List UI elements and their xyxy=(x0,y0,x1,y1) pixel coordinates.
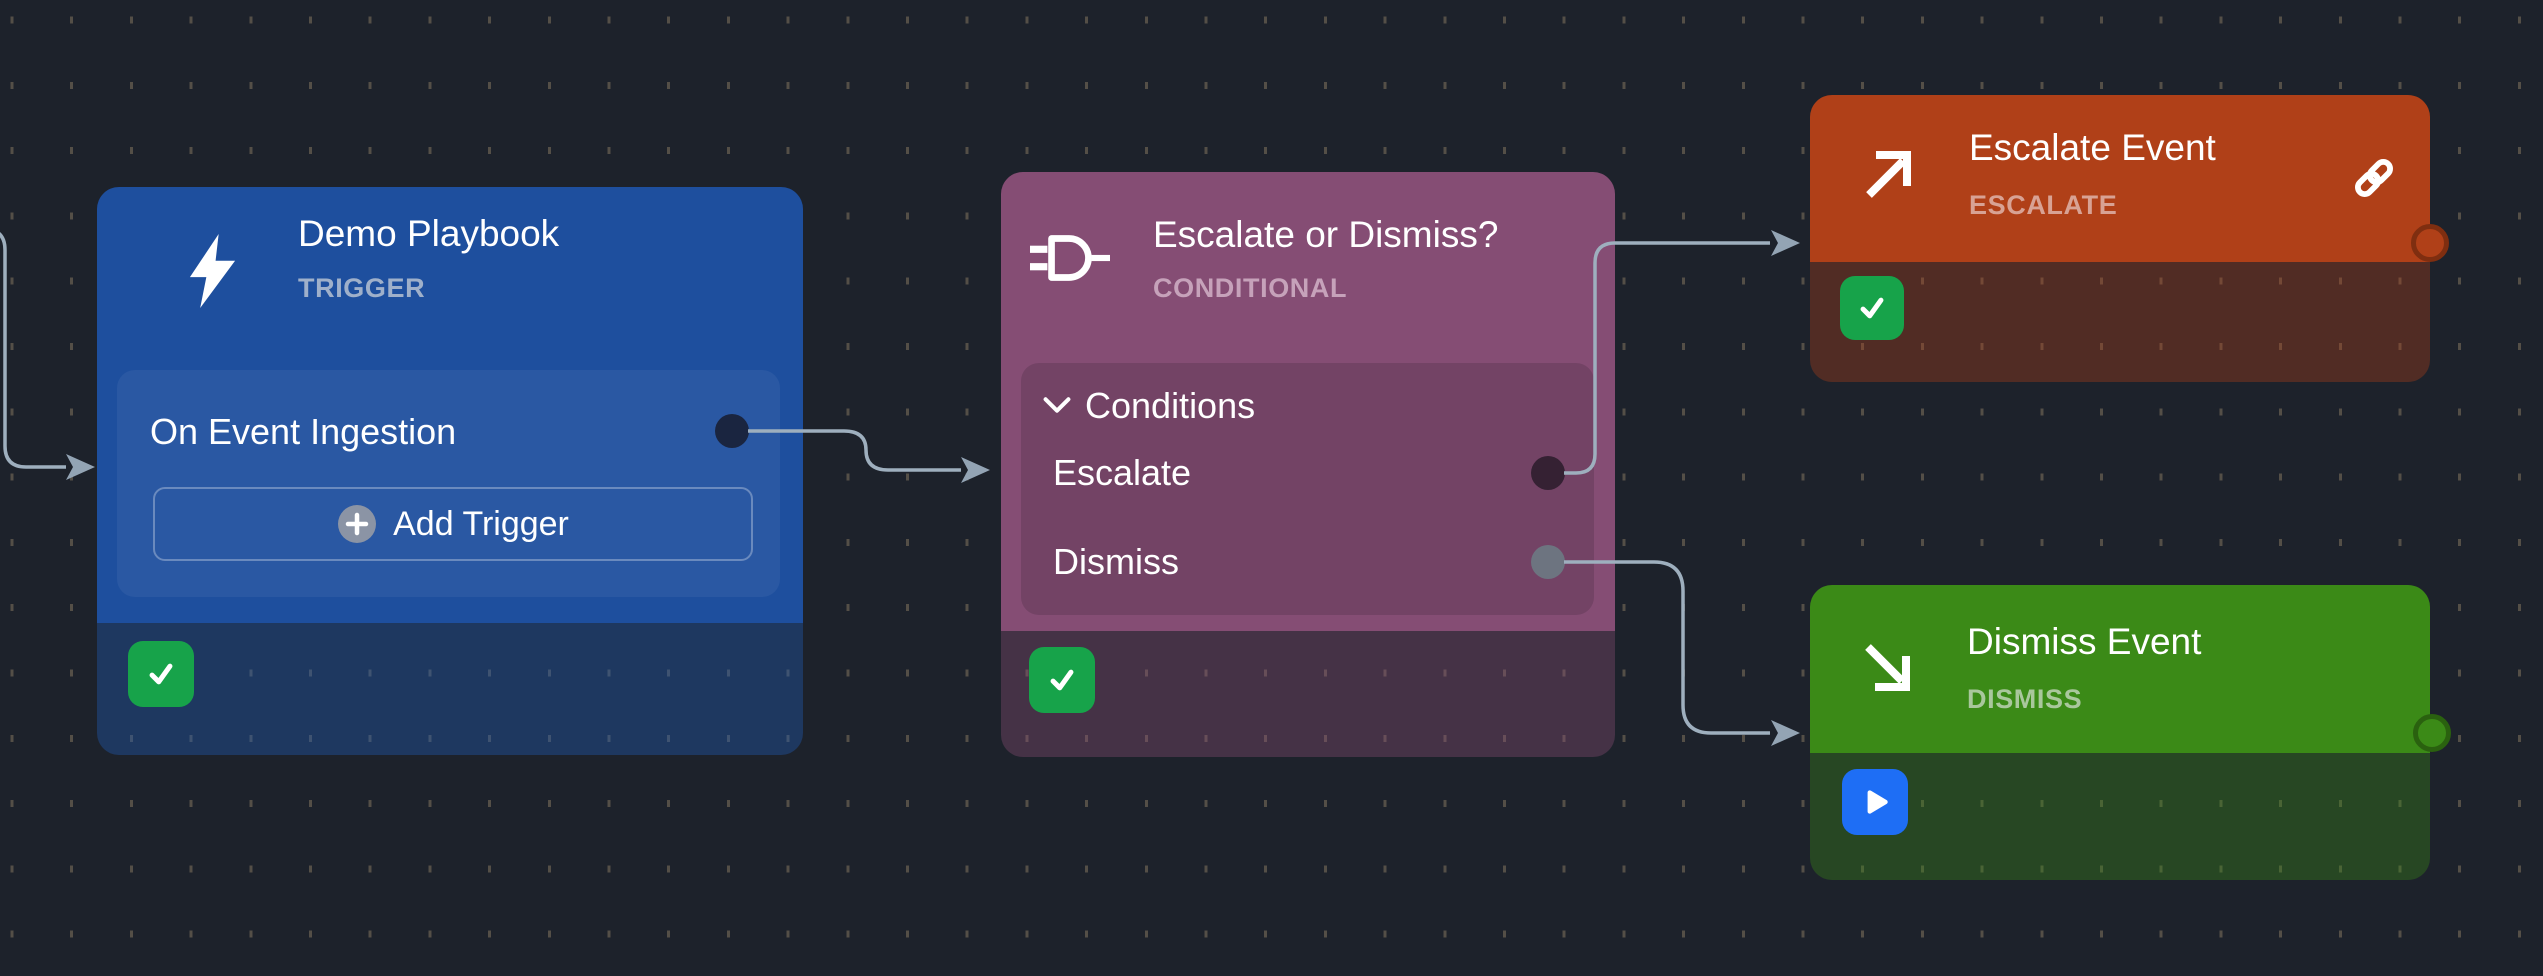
escalate-header: Escalate Event ESCALATE xyxy=(1810,95,2430,262)
status-check-badge[interactable] xyxy=(128,641,194,707)
arrowhead-conditional xyxy=(961,457,990,483)
escalate-footer xyxy=(1810,262,2430,382)
node-trigger[interactable]: Demo Playbook TRIGGER On Event Ingestion… xyxy=(97,187,803,755)
conditional-footer xyxy=(1001,631,1615,757)
trigger-panel: On Event Ingestion Add Trigger xyxy=(117,370,780,597)
node-title: Escalate Event xyxy=(1969,127,2216,168)
trigger-output-port[interactable] xyxy=(715,414,749,448)
add-trigger-button[interactable]: Add Trigger xyxy=(153,487,753,561)
chain-link-icon[interactable] xyxy=(2353,157,2395,199)
dismiss-header: Dismiss Event DISMISS xyxy=(1810,585,2430,753)
chevron-down-icon[interactable] xyxy=(1041,393,1073,417)
dismiss-branch-port[interactable] xyxy=(1531,545,1565,579)
node-type-label: DISMISS xyxy=(1967,684,2083,714)
node-type-label: ESCALATE xyxy=(1969,190,2118,220)
check-icon xyxy=(1050,669,1074,691)
node-title: Demo Playbook xyxy=(298,213,560,254)
status-play-badge[interactable] xyxy=(1842,769,1908,835)
arrowhead-trigger xyxy=(66,454,95,480)
status-check-badge[interactable] xyxy=(1029,647,1095,713)
node-title: Escalate or Dismiss? xyxy=(1153,214,1499,255)
trigger-row-label: On Event Ingestion xyxy=(150,411,457,452)
node-dismiss[interactable]: Dismiss Event DISMISS xyxy=(1810,585,2430,880)
trigger-footer xyxy=(97,623,803,755)
edge-incoming-trigger xyxy=(0,232,66,469)
lightning-bolt-icon xyxy=(189,234,236,308)
logic-gate-icon xyxy=(1030,235,1110,281)
node-type-label: CONDITIONAL xyxy=(1153,273,1348,303)
check-icon xyxy=(1860,297,1884,319)
plus-icon xyxy=(338,505,377,543)
arrowhead-escalate xyxy=(1771,230,1800,256)
conditions-section-label[interactable]: Conditions xyxy=(1085,385,1256,426)
escalate-output-port[interactable] xyxy=(2411,224,2449,262)
node-title: Dismiss Event xyxy=(1967,621,2202,662)
escalate-branch-port[interactable] xyxy=(1531,456,1565,490)
node-escalate[interactable]: Escalate Event ESCALATE xyxy=(1810,95,2430,382)
arrow-up-right-icon xyxy=(1866,151,1911,198)
dismiss-output-port[interactable] xyxy=(2413,714,2451,752)
node-type-label: TRIGGER xyxy=(298,273,426,303)
check-icon xyxy=(149,663,173,685)
play-icon xyxy=(1867,790,1888,814)
branch-label-dismiss: Dismiss xyxy=(1053,541,1179,582)
dismiss-footer xyxy=(1810,753,2430,880)
add-trigger-label: Add Trigger xyxy=(393,504,569,543)
branch-label-escalate: Escalate xyxy=(1053,452,1192,493)
arrow-down-right-icon xyxy=(1865,644,1910,691)
conditional-header: Escalate or Dismiss? CONDITIONAL Conditi… xyxy=(1001,172,1615,631)
arrowhead-dismiss xyxy=(1771,720,1800,746)
status-check-badge[interactable] xyxy=(1840,276,1904,340)
node-conditional[interactable]: Escalate or Dismiss? CONDITIONAL Conditi… xyxy=(1001,172,1615,757)
trigger-header: Demo Playbook TRIGGER On Event Ingestion… xyxy=(97,187,803,623)
conditions-panel: Conditions Escalate Dismiss xyxy=(1021,363,1594,615)
